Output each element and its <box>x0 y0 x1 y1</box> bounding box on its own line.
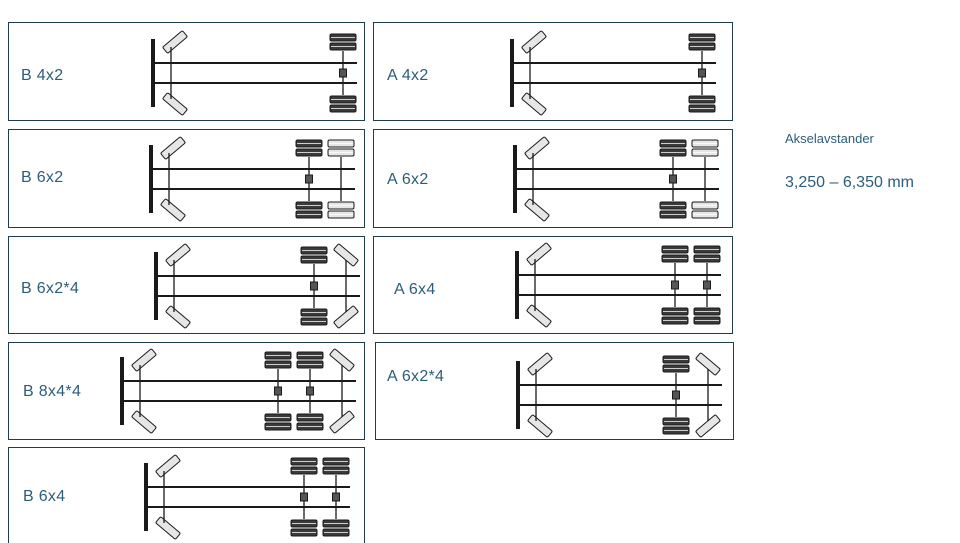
driven-dual-wheel-axle-icon <box>296 351 324 431</box>
driven-dual-wheel-axle-icon <box>659 139 687 219</box>
front-bumper <box>513 145 517 213</box>
front-steer-axle-icon <box>162 30 188 116</box>
front-bumper <box>120 357 124 425</box>
config-label: B 8x4*4 <box>23 383 82 400</box>
config-card-b-6x2: B 6x2 <box>8 129 365 228</box>
front-bumper <box>154 252 158 320</box>
config-card-b-4x2: B 4x2 <box>8 22 365 121</box>
front-steer-axle-icon <box>521 30 547 116</box>
chassis-diagram <box>149 136 355 222</box>
driven-dual-wheel-axle-icon <box>693 245 721 325</box>
config-label: B 4x2 <box>21 67 64 84</box>
front-steer-axle-icon <box>131 348 157 434</box>
steered-rear-axle-icon <box>329 348 355 434</box>
chassis-diagram <box>144 454 350 540</box>
chassis-diagram <box>151 30 357 116</box>
front-steer-axle-icon <box>155 454 181 540</box>
front-bumper <box>515 251 519 319</box>
config-card-a-4x2: A 4x2 <box>373 22 733 121</box>
front-steer-axle-icon <box>526 242 552 328</box>
front-bumper <box>516 361 520 429</box>
front-bumper <box>510 39 514 107</box>
wheelbase-title: Akselavstander <box>785 131 874 146</box>
non-driven-tag-axle-icon <box>327 139 355 219</box>
front-steer-axle-icon <box>524 136 550 222</box>
config-card-a-6x4: A 6x4 <box>373 236 733 334</box>
driven-dual-wheel-axle-icon <box>688 33 716 113</box>
chassis-diagram <box>516 352 722 438</box>
config-card-b-8x4-4: B 8x4*4 <box>8 342 365 440</box>
driven-dual-wheel-axle-icon <box>662 355 690 435</box>
config-card-b-6x4: B 6x4 <box>8 447 365 543</box>
steered-rear-axle-icon <box>695 352 721 438</box>
wheelbase-range: 3,250 – 6,350 mm <box>785 174 914 191</box>
driven-dual-wheel-axle-icon <box>295 139 323 219</box>
driven-dual-wheel-axle-icon <box>300 246 328 326</box>
front-bumper <box>144 463 148 531</box>
chassis-diagram <box>515 242 721 328</box>
driven-dual-wheel-axle-icon <box>329 33 357 113</box>
config-label: A 6x2*4 <box>387 368 445 385</box>
front-steer-axle-icon <box>165 243 191 329</box>
config-label: A 6x2 <box>387 171 429 188</box>
config-label: A 4x2 <box>387 67 429 84</box>
config-label: B 6x4 <box>23 488 66 505</box>
front-steer-axle-icon <box>527 352 553 438</box>
driven-dual-wheel-axle-icon <box>264 351 292 431</box>
front-steer-axle-icon <box>160 136 186 222</box>
config-label: B 6x2 <box>21 169 64 186</box>
non-driven-tag-axle-icon <box>691 139 719 219</box>
front-bumper <box>149 145 153 213</box>
chassis-diagram <box>154 243 360 329</box>
steered-rear-axle-icon <box>333 243 359 329</box>
front-bumper <box>151 39 155 107</box>
chassis-diagram <box>120 348 356 434</box>
config-card-b-6x2-4: B 6x2*4 <box>8 236 365 334</box>
driven-dual-wheel-axle-icon <box>661 245 689 325</box>
driven-dual-wheel-axle-icon <box>322 457 350 537</box>
chassis-diagram <box>513 136 719 222</box>
config-card-a-6x2: A 6x2 <box>373 129 733 228</box>
config-label: B 6x2*4 <box>21 280 80 297</box>
config-card-a-6x2-4: A 6x2*4 <box>375 342 734 440</box>
config-label: A 6x4 <box>394 281 436 298</box>
driven-dual-wheel-axle-icon <box>290 457 318 537</box>
chassis-diagram <box>510 30 716 116</box>
